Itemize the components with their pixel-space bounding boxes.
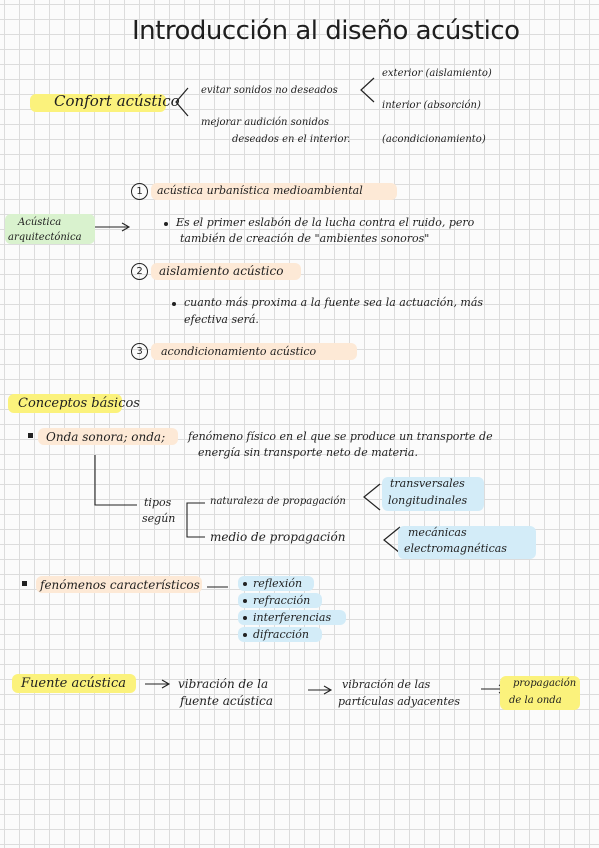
item-number-1: 1 <box>131 183 148 200</box>
highlight-propagacion <box>500 676 580 710</box>
confort-interior: interior (absorción) <box>382 100 481 111</box>
confort-evitar: evitar sonidos no deseados <box>201 85 338 96</box>
fuente-label: Fuente acústica <box>21 676 126 691</box>
square-bullet <box>28 433 33 438</box>
bullet-dot <box>243 599 247 603</box>
confort-mejorar-line1: mejorar audición sonidos <box>201 117 330 128</box>
highlight-onda <box>38 428 178 445</box>
fenomenos-label: fenómenos característicos <box>40 578 200 592</box>
mecanicas: mecánicas <box>408 526 467 539</box>
highlight-item-2 <box>151 263 301 280</box>
item-number-3: 3 <box>131 343 148 360</box>
bullet-dot <box>243 633 247 637</box>
highlight-fen-4 <box>238 627 322 642</box>
highlight-confort <box>30 94 166 112</box>
item-2-text-line2: efectiva será. <box>184 313 259 326</box>
fuente-step2-line1: vibración de las <box>342 678 431 691</box>
highlight-item-3 <box>151 343 357 360</box>
fenomeno-item: interferencias <box>253 611 332 624</box>
highlight-ondas-medio <box>398 526 536 559</box>
highlight-item-1 <box>151 183 397 200</box>
fenomeno-item: difracción <box>253 628 309 641</box>
transversales: transversales <box>390 477 465 490</box>
acustica-arq-label-2: arquitectónica <box>8 232 82 243</box>
onda-label: Onda sonora; onda; <box>46 430 166 444</box>
highlight-ondas-tipo <box>382 477 484 511</box>
conceptos-heading: Conceptos básicos <box>18 396 140 411</box>
confort-mejorar-line2: deseados en el interior. <box>232 134 351 145</box>
confort-label: Confort acústico <box>54 92 180 110</box>
square-bullet <box>22 581 27 586</box>
bullet-dot <box>243 582 247 586</box>
fuente-step3-line1: propagación <box>513 678 577 689</box>
confort-acondicionamiento: (acondicionamiento) <box>382 134 486 145</box>
fuente-step1-line2: fuente acústica <box>180 694 274 708</box>
item-2-text-line1: cuanto más proxima a la fuente sea la ac… <box>184 296 484 309</box>
highlight-fuente <box>12 674 136 693</box>
tipos-label: tipos <box>144 496 172 509</box>
highlight-conceptos <box>8 394 122 413</box>
page-title: Introducción al diseño acústico <box>132 16 520 46</box>
highlight-fen-3 <box>238 610 346 625</box>
medio-propagacion: medio de propagación <box>210 530 346 544</box>
item-2-title: aislamiento acústico <box>159 264 284 278</box>
item-1-title: acústica urbanística medioambiental <box>157 184 363 197</box>
segun-label: según <box>142 512 176 525</box>
fuente-step3-line2: de la onda <box>509 695 562 706</box>
highlight-acustica-arq <box>5 214 95 244</box>
item-1-text-line1: Es el primer eslabón de la lucha contra … <box>176 216 475 229</box>
bullet-dot <box>164 222 168 226</box>
item-number-2: 2 <box>131 263 148 280</box>
electromagneticas: electromagnéticas <box>404 542 507 555</box>
fenomeno-item: reflexión <box>253 577 303 590</box>
fuente-step1-line1: vibración de la <box>178 677 269 691</box>
item-3-title: acondicionamiento acústico <box>161 345 317 358</box>
confort-exterior: exterior (aislamiento) <box>382 68 492 79</box>
onda-definition-line2: energía sin transporte neto de materia. <box>198 446 418 459</box>
fuente-step2-line2: partículas adyacentes <box>338 695 460 708</box>
highlight-fen-1 <box>238 576 314 591</box>
highlight-fen-2 <box>238 593 322 608</box>
fenomeno-item: refracción <box>253 594 311 607</box>
acustica-arq-label-1: Acústica <box>18 217 62 228</box>
onda-definition-line1: fenómeno físico en el que se produce un … <box>188 430 493 443</box>
item-1-text-line2: también de creación de "ambientes sonoro… <box>180 232 430 245</box>
naturaleza-propagacion: naturaleza de propagación <box>210 496 346 507</box>
longitudinales: longitudinales <box>388 494 468 507</box>
highlight-fenomenos <box>36 576 202 593</box>
bullet-dot <box>172 302 176 306</box>
bullet-dot <box>243 616 247 620</box>
